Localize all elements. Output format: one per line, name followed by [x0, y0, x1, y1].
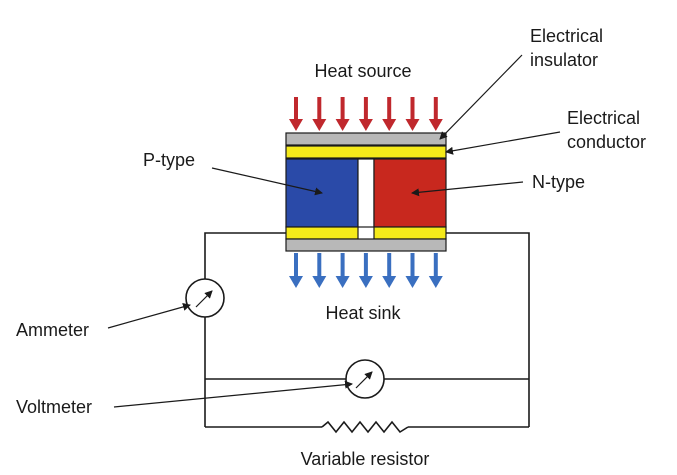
bottom-insulator-plate [285, 238, 447, 252]
right-wire [446, 232, 530, 427]
heat-source-arrows [289, 97, 443, 131]
top-conductor-strip [285, 145, 447, 159]
heat-source-arrow [312, 97, 327, 131]
variable-resistor-label: Variable resistor [301, 449, 430, 469]
heat-sink-arrow [335, 253, 350, 288]
n-type-leg [373, 158, 447, 228]
bottom-conductor-right [373, 226, 447, 240]
heat-source-arrow [405, 97, 420, 131]
heat-sink-arrow [358, 253, 373, 288]
variable-resistor-symbol [321, 420, 409, 434]
conductor-leader [445, 131, 561, 155]
heat-source-label: Heat source [314, 61, 411, 81]
heat-source-arrow [335, 97, 350, 131]
ammeter-leader [107, 303, 191, 329]
n-type-leader [411, 181, 524, 197]
thermoelectric-module [285, 132, 447, 252]
voltmeter-label: Voltmeter [16, 397, 92, 417]
heat-source-arrow [382, 97, 397, 131]
left-wire [204, 232, 286, 279]
heat-sink-arrows [289, 253, 443, 288]
n-type-label: N-type [532, 172, 585, 192]
ammeter-symbol [185, 278, 225, 318]
circuit-wiring [204, 232, 530, 434]
electrical-insulator-label-line2: insulator [530, 50, 598, 70]
electrical-insulator-label-line1: Electrical [530, 26, 603, 46]
heat-sink-arrow [382, 253, 397, 288]
p-type-leader [211, 167, 323, 196]
leg-gap [357, 158, 375, 228]
p-type-label: P-type [143, 150, 195, 170]
ammeter-label: Ammeter [16, 320, 89, 340]
heat-sink-label: Heat sink [325, 303, 401, 323]
top-insulator-plate [285, 132, 447, 146]
heat-source-arrow [428, 97, 443, 131]
bottom-conductor-left [285, 226, 359, 240]
heat-sink-arrow [312, 253, 327, 288]
electrical-conductor-label-line1: Electrical [567, 108, 640, 128]
heat-sink-arrow [428, 253, 443, 288]
heat-sink-arrow [405, 253, 420, 288]
leader-lines [107, 54, 561, 408]
heat-sink-arrow [289, 253, 303, 288]
heat-source-arrow [358, 97, 373, 131]
voltmeter-leader [113, 380, 353, 408]
voltmeter-symbol [345, 359, 385, 399]
electrical-conductor-label-line2: conductor [567, 132, 646, 152]
heat-source-arrow [289, 97, 303, 131]
insulator-leader [439, 54, 523, 140]
